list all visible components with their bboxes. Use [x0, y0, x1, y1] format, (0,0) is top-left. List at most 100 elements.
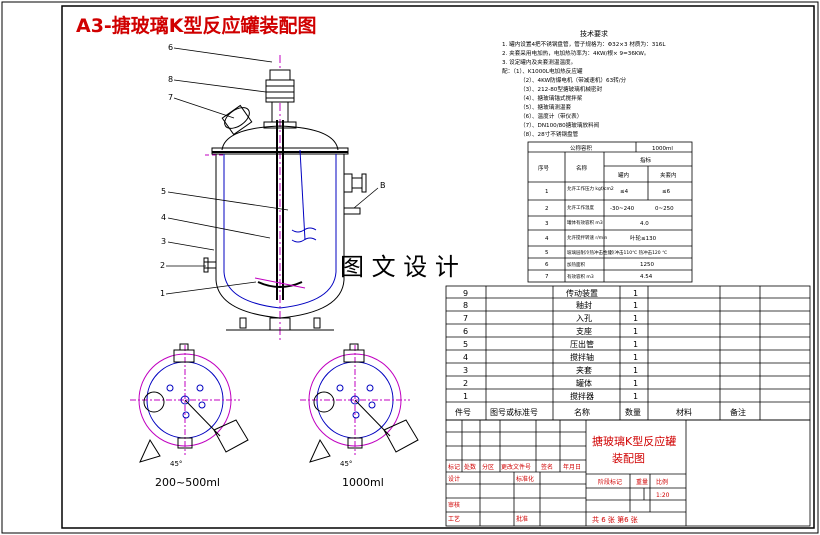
drawing-name: 装配图 — [612, 452, 645, 465]
part-qty: 1 — [633, 366, 638, 375]
drawing-frame — [61, 5, 815, 529]
spec-row-name: 罐体有效容积 m3 — [567, 219, 603, 226]
callout-3: 3 — [161, 237, 166, 246]
spec-row-a: 叶轮≤130 — [630, 234, 657, 242]
spec-row-a: 冷冲击110℃ 热冲击120 ℃ — [610, 249, 667, 256]
part-no: 6 — [463, 327, 468, 336]
part-qty: 1 — [633, 340, 638, 349]
plan-view-left — [130, 343, 249, 463]
spec-row-no: 2 — [545, 206, 549, 212]
spec-sub-inner: 罐内 — [618, 171, 629, 179]
plan-angle-right: 45° — [340, 460, 352, 468]
title-block: 搪玻璃K型反应罐 装配图 标记 处数 分区 更改文件号 签名 年月日 设计 标准… — [448, 434, 676, 524]
tb-scale: 1:20 — [656, 492, 670, 499]
tb-weight: 重量 — [636, 478, 648, 486]
spec-row-b: 0~250 — [655, 206, 674, 212]
part-name: 入孔 — [576, 314, 592, 323]
tb-sheets: 共 6 张 第6 张 — [592, 515, 638, 524]
plan-view-right — [300, 343, 419, 463]
tech-line: 配：（1）、K1000L电加热反应罐 — [502, 67, 583, 75]
watermark: 图 文 设 计 — [340, 253, 459, 281]
plan-angle-left: 45° — [170, 460, 182, 468]
spec-row-name: 有效容积 m3 — [567, 273, 594, 280]
plan-caption-left: 200~500ml — [155, 476, 220, 489]
spec-row-no: 4 — [545, 236, 549, 242]
tech-line: （2）、4KW防爆电机（带减速机）63转/分 — [520, 76, 627, 84]
spec-row-name: 加热面积 — [567, 261, 585, 268]
spec-row-a: 4.0 — [640, 221, 649, 227]
tb-label: 更改文件号 — [501, 463, 531, 471]
spec-table-text: 公称容积 1000ml 序号 名称 指标 罐内 夹套内 1 允许工作压力 kgf… — [538, 144, 677, 280]
spec-header-param: 公称容积 — [570, 144, 593, 152]
part-no: 2 — [463, 379, 468, 388]
tb-label: 分区 — [482, 463, 494, 471]
tb-approve: 批准 — [516, 515, 528, 523]
spec-row-a: 1250 — [640, 262, 654, 268]
parts-header-no: 件号 — [455, 407, 471, 417]
part-qty: 1 — [633, 392, 638, 401]
callout-labels: 6 8 7 5 4 3 2 1 B — [160, 43, 386, 298]
spec-table — [527, 141, 693, 283]
tech-line: 3. 设定罐内及夹套测温温度。 — [502, 58, 576, 66]
vessel-elevation — [203, 55, 367, 340]
callout-5: 5 — [161, 187, 166, 196]
tech-line: （7）、DN100/80搪玻璃放料阀 — [520, 121, 600, 129]
part-name: 传动装置 — [566, 288, 598, 298]
spec-row-no: 3 — [545, 221, 549, 227]
spec-row-a: ≤4 — [620, 189, 629, 195]
part-qty: 1 — [633, 301, 638, 310]
tech-line: （6）、温度计（带仪表） — [520, 112, 582, 120]
spec-col-index: 指标 — [640, 156, 652, 164]
parts-header-code: 图号或标准号 — [490, 407, 538, 417]
spec-col-name: 名称 — [576, 164, 588, 172]
part-no: 7 — [463, 314, 468, 323]
spec-row-no: 7 — [545, 274, 549, 280]
title-block-grid — [445, 419, 811, 527]
parts-list: 9 传动装置 1 8 釉封 1 7 入孔 1 6 支座 1 5 压出管 1 4 … — [455, 288, 746, 417]
tb-label: 签名 — [541, 463, 553, 471]
part-qty: 1 — [633, 314, 638, 323]
callout-1: 1 — [160, 289, 165, 298]
tech-line: 2. 夹套采用电加热，电加热功率为：4KW/根× 9=36KW。 — [502, 49, 649, 57]
tech-line: （5）、搪玻璃测温套 — [520, 103, 572, 111]
spec-row-name: 允许搅拌转速 r/min — [567, 234, 607, 241]
tb-stage: 阶段标记 — [598, 478, 622, 486]
parts-header-name: 名称 — [574, 407, 590, 417]
plan-caption-right: 1000ml — [342, 476, 384, 489]
callout-2: 2 — [160, 261, 165, 270]
part-no: 5 — [463, 340, 468, 349]
parts-header-remark: 备注 — [730, 407, 746, 417]
tb-label: 处数 — [464, 463, 476, 471]
spec-row-a: -30~240 — [610, 206, 635, 212]
tech-line: （8）、28寸不锈钢盘管 — [520, 130, 579, 138]
part-no: 9 — [463, 289, 468, 298]
tech-line: （3）、212-80型搪玻璃机械密封 — [520, 85, 603, 93]
tech-heading: 技术要求 — [580, 29, 608, 38]
callout-4: 4 — [161, 213, 166, 222]
part-no: 3 — [463, 366, 468, 375]
spec-row-name: 允许工作温度 — [567, 204, 594, 211]
tb-process: 工艺 — [448, 515, 460, 523]
spec-row-name: 玻璃层耐冷热冲击性能 — [567, 249, 612, 256]
spec-row-no: 1 — [545, 189, 549, 195]
part-qty: 1 — [633, 327, 638, 336]
part-qty: 1 — [633, 353, 638, 362]
part-name: 釉封 — [576, 300, 592, 310]
spec-row-no: 5 — [545, 250, 549, 256]
part-name: 搅拌器 — [570, 391, 594, 401]
tb-standard: 标准化 — [516, 475, 534, 483]
spec-row-no: 6 — [545, 262, 549, 268]
part-name: 罐体 — [576, 378, 592, 388]
spec-row-b: ≤6 — [662, 189, 671, 195]
callout-B: B — [380, 181, 386, 190]
callout-6: 6 — [168, 43, 173, 52]
spec-col-no: 序号 — [538, 164, 550, 172]
callout-7: 7 — [168, 93, 173, 102]
parts-header-material: 材料 — [676, 407, 692, 417]
part-name: 压出管 — [570, 339, 594, 349]
tb-label: 标记 — [448, 463, 460, 471]
spec-row-a: 4.54 — [640, 274, 653, 280]
drawing-title: A3-搪玻璃K型反应罐装配图 — [76, 14, 317, 37]
